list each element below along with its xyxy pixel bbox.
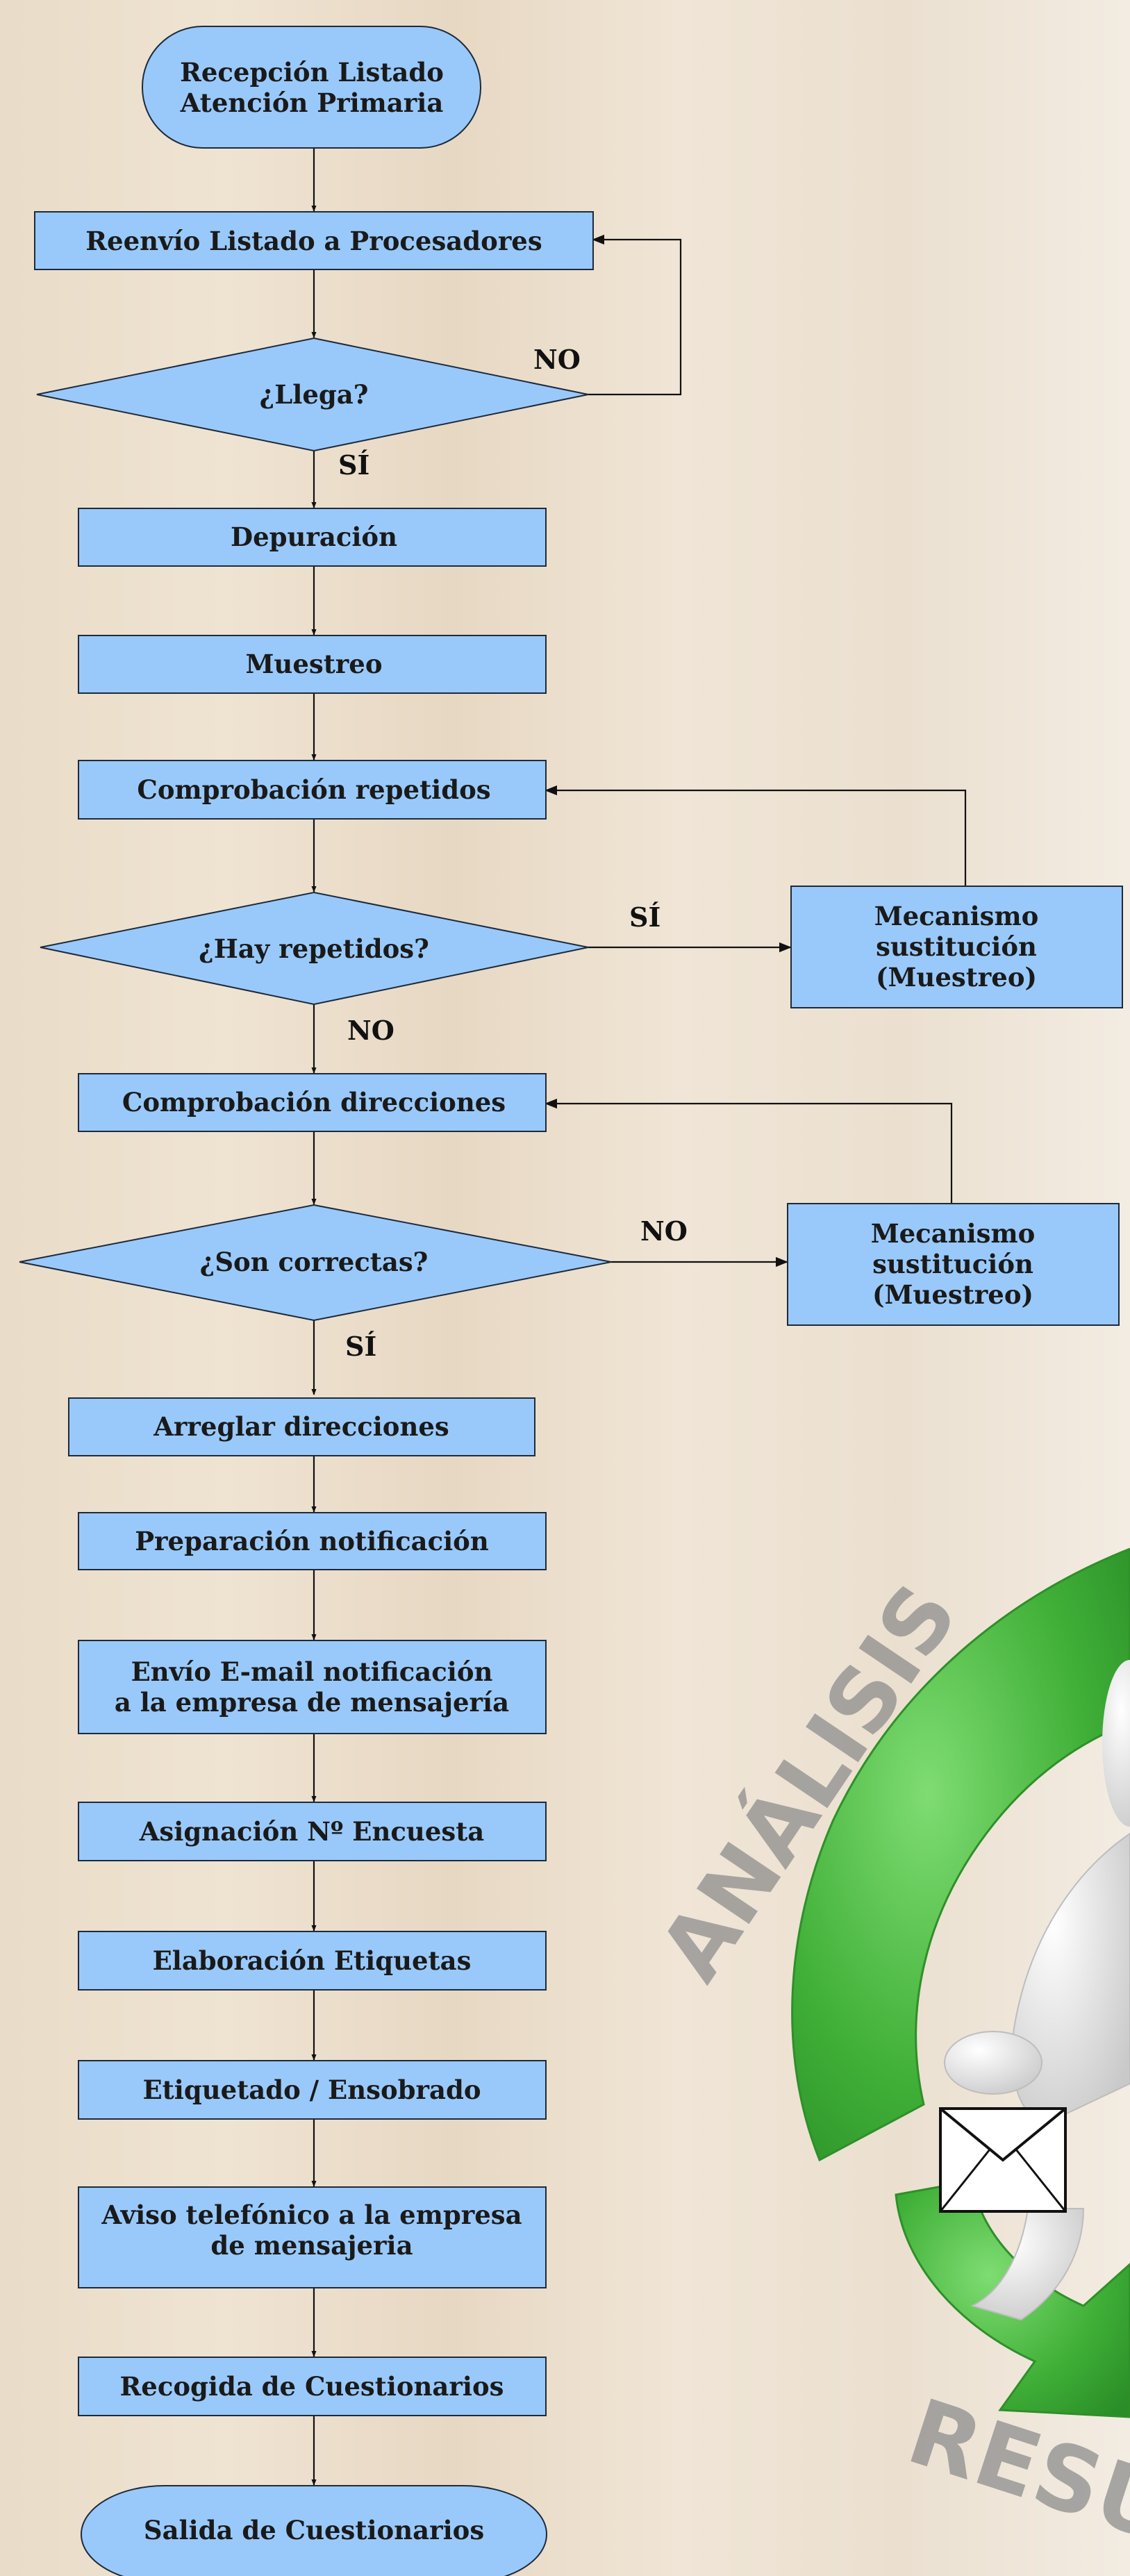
- node-label-line: ¿Llega?: [260, 379, 369, 410]
- node-llega: ¿Llega?: [36, 337, 589, 452]
- node-asignacion: Asignación Nº Encuesta: [78, 1802, 547, 1861]
- svg-text:¿Hay repetidos?: ¿Hay repetidos?: [199, 933, 429, 964]
- node-salida: Salida de Cuestionarios: [81, 2485, 547, 2576]
- svg-text:Asignación Nº Encuesta: Asignación Nº Encuesta: [139, 1816, 485, 1847]
- node-arreglar: Arreglar direcciones: [68, 1397, 535, 1456]
- node-label-line: a la empresa de mensajería: [115, 1687, 509, 1718]
- node-comprob-repetidos: Comprobación repetidos: [78, 760, 547, 820]
- node-label-line: Etiquetado / Ensobrado: [142, 2075, 481, 2105]
- node-label-line: ¿Son correctas?: [200, 1247, 429, 1277]
- edge-label-correctas-no: NO: [640, 1215, 688, 1247]
- node-label-line: Comprobación direcciones: [122, 1087, 506, 1117]
- svg-text:Salida de Cuestionarios: Salida de Cuestionarios: [144, 2515, 484, 2545]
- node-label-line: Depuración: [231, 522, 397, 552]
- edge-label-repetidos-si: SÍ: [629, 901, 660, 933]
- node-muestreo: Muestreo: [78, 635, 547, 694]
- node-label-line: sustitución: [872, 1249, 1033, 1279]
- node-label-line: Muestreo: [245, 649, 382, 679]
- node-label-line: Mecanismo: [871, 1218, 1036, 1249]
- node-label-line: Mecanismo: [874, 901, 1039, 931]
- node-label-line: Recogida de Cuestionarios: [120, 2371, 504, 2402]
- node-preparacion: Preparación notificación: [78, 1512, 547, 1570]
- svg-text:Depuración: Depuración: [231, 522, 397, 552]
- node-etiquetado: Etiquetado / Ensobrado: [78, 2060, 547, 2120]
- green-arrow-upper: [791, 1547, 1130, 2162]
- node-label-line: (Muestreo): [872, 1279, 1033, 1310]
- svg-text:Comprobación repetidos: Comprobación repetidos: [137, 774, 490, 805]
- node-label-line: Recepción Listado: [180, 57, 444, 88]
- edge-label-repetidos-no: NO: [347, 1015, 394, 1046]
- edge-labels: NO SÍ SÍ NO NO SÍ: [338, 344, 688, 1362]
- node-label-line: de mensajeria: [210, 2230, 413, 2261]
- svg-text:Comprobación direcciones: Comprobación direcciones: [122, 1087, 506, 1117]
- node-label-line: Aviso telefónico a la empresa: [101, 2200, 522, 2230]
- node-elaboracion: Elaboración Etiquetas: [78, 1931, 547, 1991]
- node-depuracion: Depuración: [78, 508, 547, 567]
- node-label-line: Atención Primaria: [180, 88, 444, 118]
- figure-icon: [944, 1660, 1130, 2321]
- svg-text:Etiquetado / Ensobrado: Etiquetado / Ensobrado: [142, 2075, 481, 2105]
- edges: [311, 148, 967, 2486]
- node-label-line: Comprobación repetidos: [137, 774, 490, 805]
- node-recogida: Recogida de Cuestionarios: [78, 2357, 547, 2416]
- node-label-line: Elaboración Etiquetas: [153, 1945, 472, 1976]
- node-label-line: Reenvío Listado a Procesadores: [85, 226, 542, 256]
- node-label-line: Preparación notificación: [135, 1526, 489, 1556]
- svg-text:Reenvío Listado a Procesadores: Reenvío Listado a Procesadores: [85, 226, 542, 256]
- svg-text:Muestreo: Muestreo: [245, 649, 382, 679]
- svg-text:Recogida de Cuestionarios: Recogida de Cuestionarios: [120, 2371, 504, 2402]
- svg-text:¿Llega?: ¿Llega?: [260, 379, 369, 410]
- node-hay-repetidos: ¿Hay repetidos?: [40, 891, 589, 1006]
- node-son-correctas: ¿Son correctas?: [19, 1204, 612, 1322]
- node-label-line: Asignación Nº Encuesta: [139, 1816, 485, 1847]
- svg-text:¿Son correctas?: ¿Son correctas?: [200, 1247, 429, 1277]
- node-label-line: ¿Hay repetidos?: [199, 933, 429, 964]
- edge-label-llega-no: NO: [533, 344, 581, 375]
- node-comprob-direcciones: Comprobación direcciones: [78, 1073, 547, 1132]
- watermark-graphic: ANÁLISIS RESU: [640, 1547, 1130, 2562]
- node-label-line: (Muestreo): [876, 962, 1037, 992]
- svg-text:Elaboración Etiquetas: Elaboración Etiquetas: [153, 1945, 472, 1976]
- envelope-icon: [939, 2107, 1067, 2213]
- edge-label-llega-si: SÍ: [338, 449, 369, 481]
- node-label-line: Arreglar direcciones: [153, 1411, 449, 1442]
- node-label-line: sustitución: [876, 931, 1037, 962]
- svg-text:Preparación notificación: Preparación notificación: [135, 1526, 489, 1556]
- node-label-line: Envío E-mail notificación: [131, 1656, 493, 1687]
- node-reenvio: Reenvío Listado a Procesadores: [34, 211, 594, 270]
- edge-label-correctas-si: SÍ: [345, 1331, 376, 1362]
- svg-text:Arreglar direcciones: Arreglar direcciones: [153, 1411, 449, 1442]
- node-label-line: Salida de Cuestionarios: [144, 2515, 484, 2545]
